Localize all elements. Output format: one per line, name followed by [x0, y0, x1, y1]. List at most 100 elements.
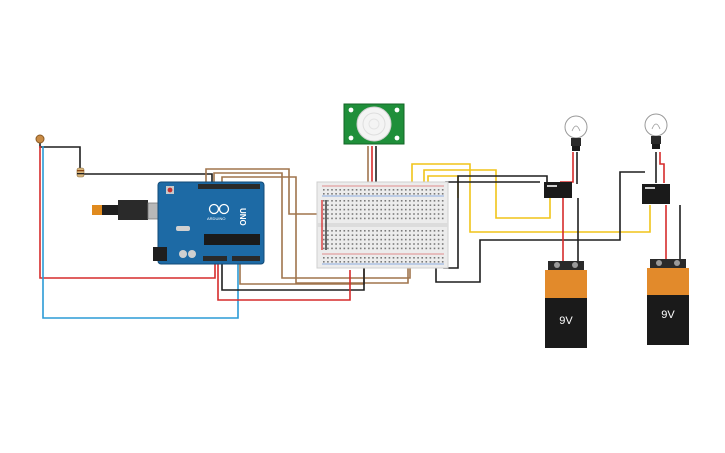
wire-board-vcc[interactable] — [217, 264, 351, 301]
battery-9v-1[interactable]: 9V — [545, 261, 587, 348]
breadboard-hole — [347, 193, 350, 195]
breadboard-hole — [405, 243, 407, 245]
breadboard-hole — [327, 238, 329, 241]
breadboard-hole — [364, 217, 366, 220]
wire-ldr-black[interactable] — [39, 142, 81, 168]
breadboard-hole — [392, 261, 395, 263]
breadboard-hole — [380, 247, 382, 250]
breadboard-hole — [429, 238, 432, 241]
breadboard-hole — [323, 217, 325, 220]
wire-black-relay1[interactable] — [435, 171, 645, 283]
breadboard-hole — [355, 200, 358, 202]
breadboard-hole — [409, 247, 411, 250]
breadboard-hole — [335, 208, 337, 211]
breadboard-hole — [400, 204, 403, 206]
breadboard-hole — [359, 213, 362, 215]
breadboard-hole — [327, 193, 329, 195]
breadboard-hole — [417, 213, 419, 215]
breadboard-hole — [372, 257, 374, 259]
breadboard-hole — [355, 193, 358, 195]
relay-2[interactable] — [642, 184, 670, 204]
wire-ldr-red[interactable] — [39, 146, 216, 279]
battery-orange-top — [647, 268, 689, 295]
wire-board-gnd[interactable] — [221, 264, 365, 291]
breadboard-hole — [372, 234, 374, 236]
breadboard-hole — [380, 257, 382, 259]
arduino-board[interactable]: UNO ARDUINO — [153, 181, 265, 265]
wire-bulb1-red[interactable] — [560, 152, 574, 183]
breadboard-hole — [433, 213, 436, 215]
light-bulb-2[interactable] — [644, 113, 668, 149]
breadboard-hole — [417, 217, 419, 220]
pir-sensor[interactable] — [343, 103, 405, 145]
breadboard-hole — [417, 189, 419, 191]
breadboard-hole — [380, 217, 382, 220]
breadboard-hole — [405, 247, 407, 250]
breadboard-hole — [400, 247, 403, 250]
breadboard-hole — [429, 243, 432, 245]
breadboard-hole — [429, 247, 432, 250]
breadboard-hole — [335, 217, 337, 220]
breadboard-hole — [392, 204, 395, 206]
breadboard-hole — [388, 193, 391, 195]
breadboard-hole — [429, 261, 432, 263]
usb-cable[interactable] — [92, 200, 163, 220]
breadboard-hole — [347, 257, 350, 259]
breadboard-hole — [339, 257, 341, 259]
breadboard-hole — [384, 243, 387, 245]
breadboard-hole — [331, 217, 333, 220]
breadboard-hole — [437, 243, 440, 245]
breadboard-hole — [323, 247, 325, 250]
breadboard-hole — [327, 261, 329, 263]
breadboard-hole — [433, 189, 436, 191]
breadboard-hole — [384, 261, 387, 263]
wire-bulb2-red[interactable] — [659, 152, 665, 183]
breadboard-hole — [359, 243, 362, 245]
breadboard-hole — [364, 243, 366, 245]
breadboard[interactable] — [316, 181, 449, 269]
breadboard-hole — [331, 208, 333, 211]
breadboard-hole — [323, 230, 325, 232]
breadboard-hole — [437, 193, 440, 195]
relay-body — [544, 182, 572, 198]
breadboard-hole — [355, 189, 358, 191]
breadboard-hole — [388, 243, 391, 245]
wire-brown-2[interactable] — [213, 172, 411, 279]
pir-dome-ring — [362, 112, 386, 136]
wire-yellow-2[interactable] — [423, 169, 551, 219]
battery-9v-2[interactable]: 9V — [647, 259, 689, 345]
breadboard-hole — [425, 243, 428, 245]
breadboard-hole — [359, 238, 362, 241]
breadboard-hole — [351, 217, 354, 220]
breadboard-hole — [380, 238, 382, 241]
breadboard-hole — [433, 234, 436, 236]
battery-terminal-cap — [650, 259, 686, 268]
breadboard-hole — [347, 213, 350, 215]
photoresistor[interactable] — [35, 134, 45, 144]
breadboard-hole — [388, 189, 391, 191]
breadboard-hole — [392, 200, 395, 202]
wire-yellow-1[interactable] — [411, 163, 651, 233]
breadboard-hole — [425, 238, 428, 241]
breadboard-hole — [409, 208, 411, 211]
bulb-base — [651, 136, 661, 144]
wire-brown-3[interactable] — [221, 176, 409, 284]
breadboard-hole — [368, 230, 370, 232]
breadboard-hole — [429, 208, 432, 211]
pir-hole — [348, 135, 354, 141]
relay-1[interactable] — [544, 182, 572, 198]
resistor[interactable] — [76, 167, 85, 178]
breadboard-hole — [413, 213, 415, 215]
breadboard-hole — [441, 189, 444, 191]
breadboard-hole — [376, 193, 378, 195]
light-bulb-1[interactable] — [564, 115, 588, 151]
resistor-band — [77, 170, 84, 172]
wire-bb-relay1[interactable] — [445, 181, 540, 198]
breadboard-hole — [368, 189, 370, 191]
breadboard-hole — [347, 200, 350, 202]
wire-ldr-blue[interactable] — [42, 146, 239, 319]
breadboard-hole — [392, 193, 395, 195]
breadboard-hole — [335, 204, 337, 206]
breadboard-hole — [343, 238, 346, 241]
